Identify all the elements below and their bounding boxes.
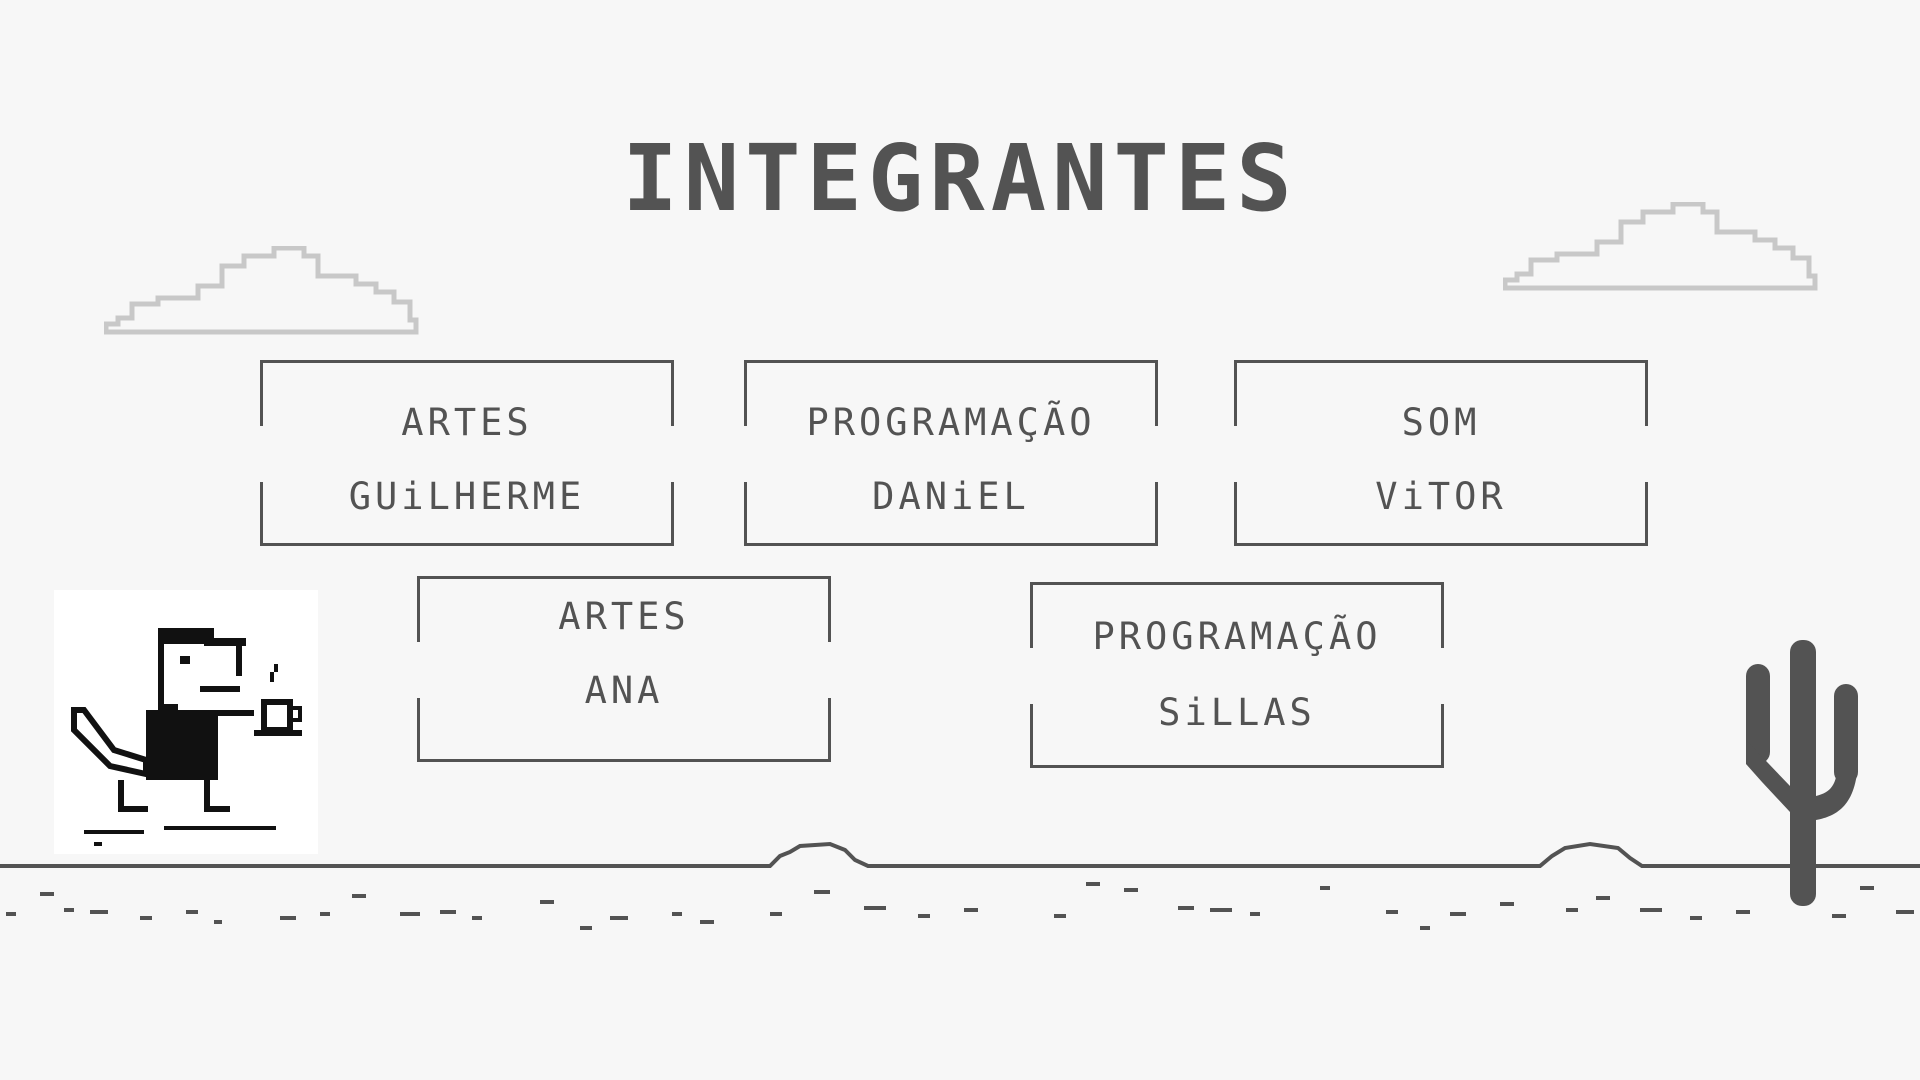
member-role: SOM (1401, 401, 1481, 444)
member-name: SiLLAS (1158, 691, 1316, 734)
cloud-icon (1503, 202, 1818, 291)
ground-line (0, 841, 1920, 930)
cloud-icon (104, 246, 419, 335)
member-card-vitor: SOM ViTOR (1233, 360, 1649, 546)
member-role: ARTES (558, 595, 690, 638)
member-name: GUiLHERME (348, 475, 586, 518)
member-card-guilherme: ARTES GUiLHERME (259, 360, 675, 546)
member-card-daniel: PROGRAMAÇÃO DANiEL (743, 360, 1159, 546)
member-name: DANiEL (872, 475, 1030, 518)
member-card-sillas: PROGRAMAÇÃO SiLLAS (1029, 582, 1445, 768)
member-role: PROGRAMAÇÃO (806, 401, 1096, 444)
cactus-icon (1746, 640, 1858, 906)
member-card-ana: ARTES ANA (416, 576, 832, 762)
dino-barista-illustration (54, 590, 318, 854)
member-role: PROGRAMAÇÃO (1092, 615, 1382, 658)
member-name: ViTOR (1375, 475, 1507, 518)
member-role: ARTES (401, 401, 533, 444)
page-title: INTEGRANTES (622, 125, 1298, 232)
member-name: ANA (584, 669, 664, 712)
